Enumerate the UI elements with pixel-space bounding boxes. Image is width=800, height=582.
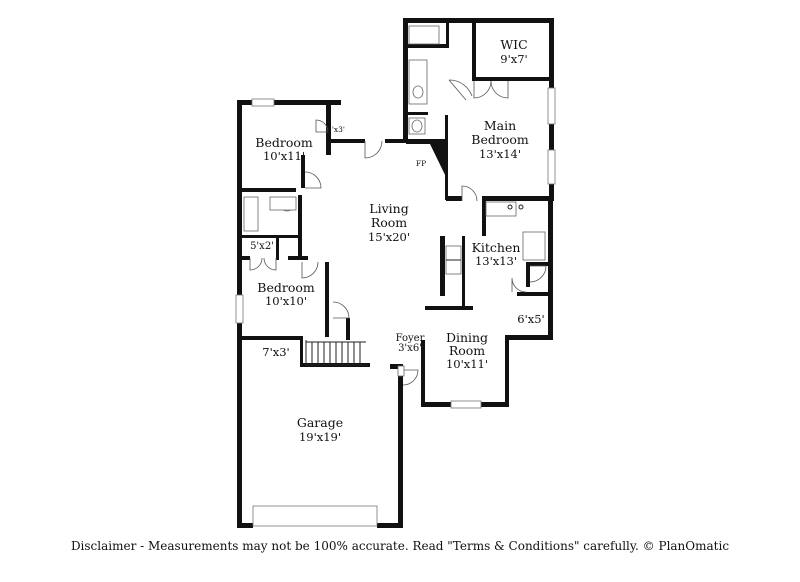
fireplace-hearth bbox=[430, 144, 448, 181]
doors bbox=[249, 79, 547, 386]
kitchen-name: Kitchen bbox=[472, 240, 521, 255]
fireplace-label: FP bbox=[416, 159, 426, 168]
wic-size: 9'x7' bbox=[500, 52, 527, 66]
garage-name: Garage bbox=[297, 415, 343, 430]
bath-tub-2 bbox=[243, 196, 259, 232]
garage-door bbox=[252, 505, 378, 527]
kitchen-size: 13'x13' bbox=[475, 254, 517, 268]
walls bbox=[237, 18, 554, 528]
foyer-size: 3'x6' bbox=[398, 343, 422, 354]
bedroom-lower-size: 10'x10' bbox=[265, 294, 307, 308]
hall-closet-size: 5'x2' bbox=[250, 241, 274, 252]
stairs bbox=[305, 340, 368, 366]
main-bedroom-name-2: Bedroom bbox=[471, 132, 529, 147]
main-bedroom-name-1: Main bbox=[484, 118, 516, 133]
living-room-name-1: Living bbox=[369, 201, 408, 216]
disclaimer-text: Disclaimer - Measurements may not be 100… bbox=[70, 539, 730, 553]
dining-room-size: 10'x11' bbox=[446, 357, 488, 371]
dining-room-name-2: Room bbox=[449, 343, 485, 358]
dining-room-name-1: Dining bbox=[446, 330, 488, 345]
bedroom-upper-name: Bedroom bbox=[255, 135, 313, 150]
bedroom-upper-size: 10'x11' bbox=[263, 149, 305, 163]
living-room-name-2: Room bbox=[371, 215, 407, 230]
fixtures bbox=[243, 25, 546, 366]
small-closet-size: 2'x3' bbox=[327, 125, 345, 134]
storage-size: 7'x3' bbox=[262, 345, 289, 359]
windows bbox=[235, 87, 556, 527]
living-room-size: 15'x20' bbox=[368, 230, 410, 244]
garage-size: 19'x19' bbox=[299, 430, 341, 444]
main-bedroom-size: 13'x14' bbox=[479, 147, 521, 161]
foyer-name: Foyer bbox=[396, 333, 425, 344]
wic-name: WIC bbox=[500, 37, 527, 52]
bathtub bbox=[408, 25, 440, 45]
pantry-size: 6'x5' bbox=[517, 312, 544, 326]
room-labels: WIC 9'x7' Main Bedroom 13'x14' Bedroom 1… bbox=[250, 37, 545, 444]
bedroom-lower-name: Bedroom bbox=[257, 280, 315, 295]
